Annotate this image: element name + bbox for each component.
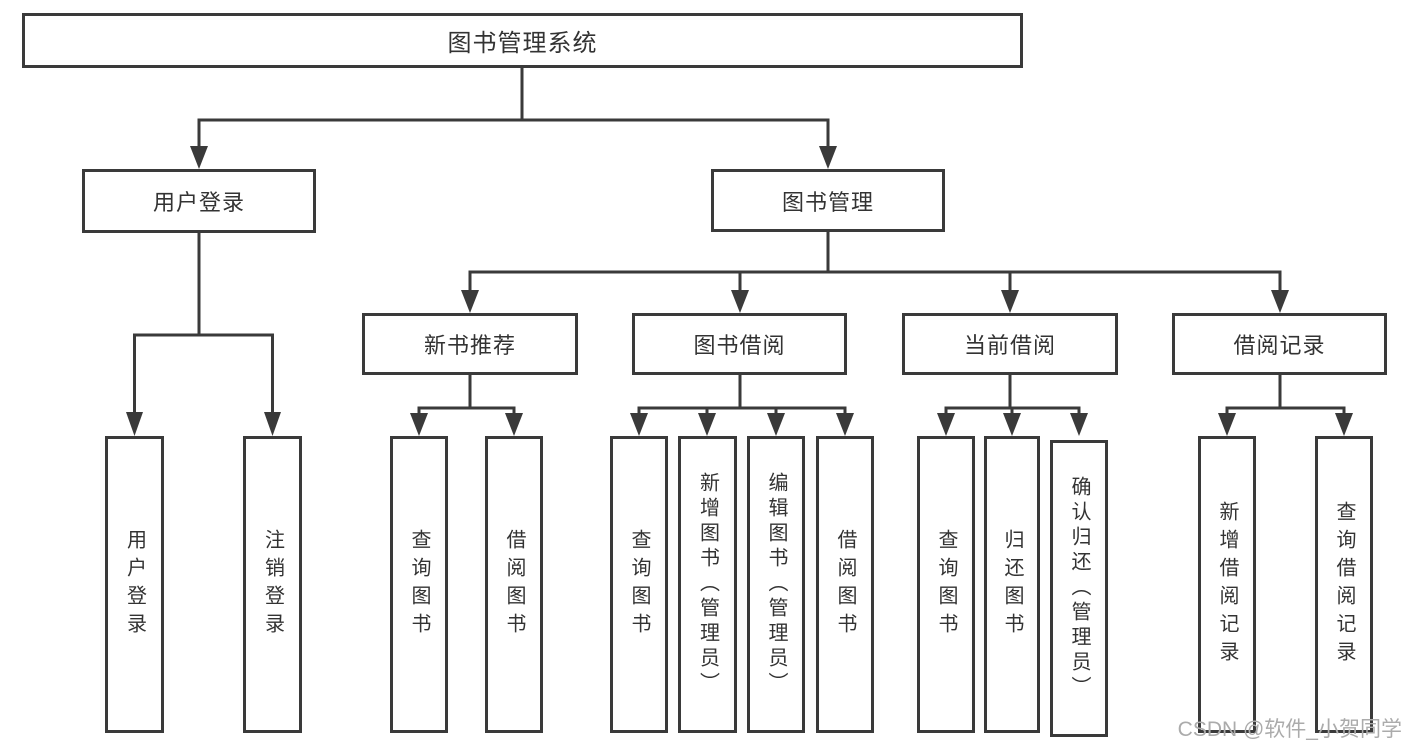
node-user-login-label: 用户登录 bbox=[152, 190, 245, 215]
leaf-bb-add-books-label: 新增图书（管理员） bbox=[696, 472, 719, 697]
connector-user-login-branch bbox=[126, 231, 281, 436]
leaf-br-query-record: 查询借阅记录 bbox=[1315, 436, 1373, 733]
arrowhead bbox=[1003, 413, 1021, 436]
leaf-bb-query-books-label: 查询图书 bbox=[628, 528, 650, 641]
arrowhead bbox=[1271, 290, 1289, 313]
leaf-user-login: 用户登录 bbox=[105, 436, 164, 733]
node-new-book-recommend: 新书推荐 bbox=[362, 313, 578, 375]
connector-new-book-recommend-branch bbox=[410, 373, 523, 436]
leaf-nb-query-books-label: 查询图书 bbox=[408, 528, 430, 641]
leaf-logout-label: 注销登录 bbox=[261, 528, 284, 641]
leaf-br-add-record-label: 新增借阅记录 bbox=[1216, 500, 1238, 669]
connector-root-to-level2 bbox=[190, 66, 837, 169]
leaf-bb-query-books: 查询图书 bbox=[610, 436, 668, 733]
node-current-borrow-label: 当前借阅 bbox=[963, 333, 1056, 358]
leaf-bb-edit-books-label: 编辑图书（管理员） bbox=[765, 472, 787, 697]
leaf-bb-add-books: 新增图书（管理员） bbox=[678, 436, 737, 733]
connector-borrow-records-branch bbox=[1218, 373, 1353, 436]
leaf-cb-confirm-return-label: 确认归还（管理员） bbox=[1068, 476, 1090, 701]
leaf-bb-borrow-books-label: 借阅图书 bbox=[834, 528, 856, 641]
leaf-cb-return-books: 归还图书 bbox=[984, 436, 1040, 733]
leaf-bb-edit-books: 编辑图书（管理员） bbox=[747, 436, 805, 733]
leaf-cb-query-books-label: 查询图书 bbox=[935, 528, 957, 641]
leaf-logout: 注销登录 bbox=[243, 436, 302, 733]
leaf-bb-borrow-books: 借阅图书 bbox=[816, 436, 874, 733]
arrowhead bbox=[937, 413, 955, 436]
arrowhead bbox=[126, 412, 143, 436]
connector-current-borrow-branch bbox=[937, 373, 1088, 436]
arrowhead bbox=[1070, 413, 1088, 436]
arrowhead bbox=[264, 412, 281, 436]
arrowhead bbox=[190, 146, 208, 169]
arrowhead bbox=[836, 413, 854, 436]
node-current-borrow: 当前借阅 bbox=[902, 313, 1118, 375]
leaf-user-login-label: 用户登录 bbox=[123, 528, 146, 641]
node-borrow-records-label: 借阅记录 bbox=[1233, 333, 1326, 358]
node-book-borrow: 图书借阅 bbox=[632, 313, 847, 375]
node-root-label: 图书管理系统 bbox=[447, 30, 598, 57]
node-book-management: 图书管理 bbox=[711, 169, 945, 232]
node-book-borrow-label: 图书借阅 bbox=[693, 333, 786, 358]
leaf-br-add-record: 新增借阅记录 bbox=[1198, 436, 1256, 733]
arrowhead bbox=[1335, 413, 1353, 436]
node-user-login: 用户登录 bbox=[82, 169, 316, 233]
leaf-nb-query-books: 查询图书 bbox=[390, 436, 448, 733]
node-new-book-recommend-label: 新书推荐 bbox=[423, 333, 516, 358]
arrowhead bbox=[698, 413, 716, 436]
arrowhead bbox=[505, 413, 523, 436]
leaf-cb-query-books: 查询图书 bbox=[917, 436, 975, 733]
connector-book-management-branch bbox=[461, 230, 1289, 313]
leaf-nb-borrow-books-label: 借阅图书 bbox=[503, 528, 525, 641]
arrowhead bbox=[1218, 413, 1236, 436]
node-root: 图书管理系统 bbox=[22, 13, 1023, 68]
leaf-cb-return-books-label: 归还图书 bbox=[1001, 528, 1023, 641]
connector-book-borrow-branch bbox=[630, 373, 854, 436]
node-book-management-label: 图书管理 bbox=[781, 189, 874, 215]
leaf-br-query-record-label: 查询借阅记录 bbox=[1333, 500, 1355, 669]
arrowhead bbox=[767, 413, 785, 436]
arrowhead bbox=[630, 413, 648, 436]
arrowhead bbox=[1001, 290, 1019, 313]
leaf-nb-borrow-books: 借阅图书 bbox=[485, 436, 543, 733]
node-borrow-records: 借阅记录 bbox=[1172, 313, 1387, 375]
leaf-cb-confirm-return: 确认归还（管理员） bbox=[1050, 440, 1108, 737]
arrowhead bbox=[819, 146, 837, 169]
arrowhead bbox=[461, 290, 479, 313]
arrowhead bbox=[410, 413, 428, 436]
watermark-text: CSDN @软件_小贺同学 bbox=[1177, 718, 1402, 741]
arrowhead bbox=[731, 290, 749, 313]
